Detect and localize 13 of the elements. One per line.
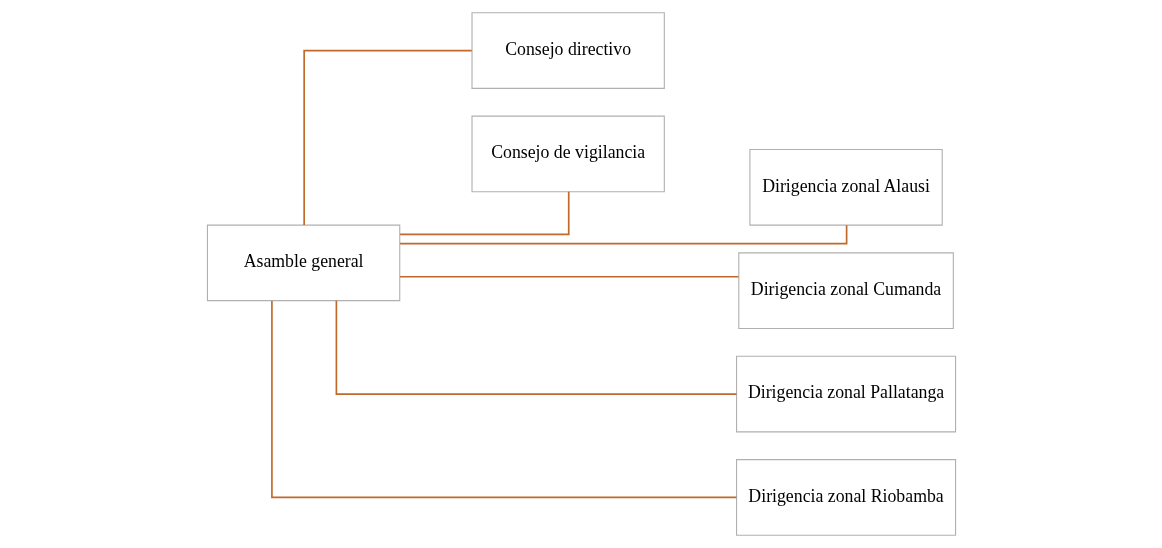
node-box: Dirigencia zonal Cumanda bbox=[737, 252, 954, 330]
connector bbox=[398, 275, 739, 278]
node-box: Consejo directivo bbox=[470, 12, 665, 89]
node-box: Asamble general bbox=[206, 224, 400, 302]
connector bbox=[335, 300, 737, 395]
node-box: Dirigencia zonal Alausi bbox=[748, 148, 943, 226]
node-box: Dirigencia zonal Pallatanga bbox=[735, 355, 956, 433]
node-box: Dirigencia zonal Riobamba bbox=[735, 459, 956, 536]
connector bbox=[302, 49, 473, 226]
connector bbox=[398, 190, 570, 236]
connector bbox=[270, 300, 737, 499]
connector bbox=[398, 224, 847, 245]
node-box: Consejo de vigilancia bbox=[470, 115, 665, 193]
